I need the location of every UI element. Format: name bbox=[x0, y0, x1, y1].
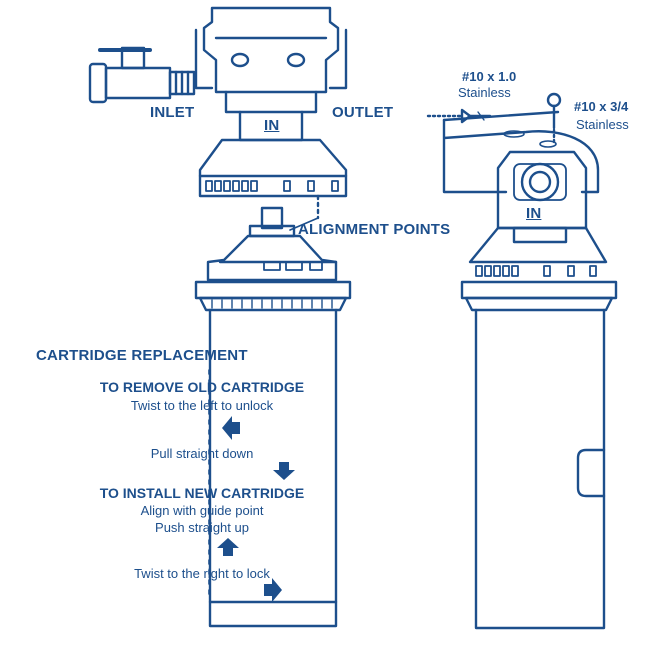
in-label-top: IN bbox=[264, 117, 280, 134]
screw2-material-label: Stainless bbox=[576, 117, 629, 132]
install-step-3: Twist to the right to lock bbox=[134, 566, 270, 581]
screw-icon bbox=[546, 92, 562, 146]
remove-step-2: Pull straight down bbox=[150, 446, 254, 461]
mounting-bracket bbox=[442, 110, 600, 194]
remove-step-1: Twist to the left to unlock bbox=[130, 398, 274, 413]
install-title: TO INSTALL NEW CARTRIDGE bbox=[99, 485, 305, 501]
screw1-material-label: Stainless bbox=[458, 85, 511, 100]
in-label-right: IN bbox=[526, 205, 542, 222]
filter-head-mounted bbox=[460, 150, 618, 630]
screw-icon bbox=[426, 108, 492, 124]
arrow-left-icon bbox=[222, 416, 240, 440]
screw1-size-label: #10 x 1.0 bbox=[462, 69, 517, 84]
arrow-right-icon bbox=[264, 578, 282, 602]
arrow-down-icon bbox=[273, 462, 295, 480]
alignment-points-label: ALIGNMENT POINTS bbox=[298, 221, 451, 238]
filter-head-bracket bbox=[194, 6, 348, 114]
install-step-2: Push straight up bbox=[155, 520, 249, 535]
filter-head-body bbox=[198, 110, 348, 198]
replacement-cartridge bbox=[194, 206, 352, 628]
install-step-1: Align with guide point bbox=[140, 503, 264, 518]
outlet-label: OUTLET bbox=[332, 104, 394, 121]
remove-title: TO REMOVE OLD CARTRIDGE bbox=[99, 379, 305, 395]
inlet-label: INLET bbox=[150, 104, 195, 121]
screw2-size-label: #10 x 3/4 bbox=[574, 99, 629, 114]
arrow-up-icon bbox=[217, 538, 239, 556]
valve-icon bbox=[88, 46, 196, 104]
instructions-title: CARTRIDGE REPLACEMENT bbox=[36, 347, 248, 364]
